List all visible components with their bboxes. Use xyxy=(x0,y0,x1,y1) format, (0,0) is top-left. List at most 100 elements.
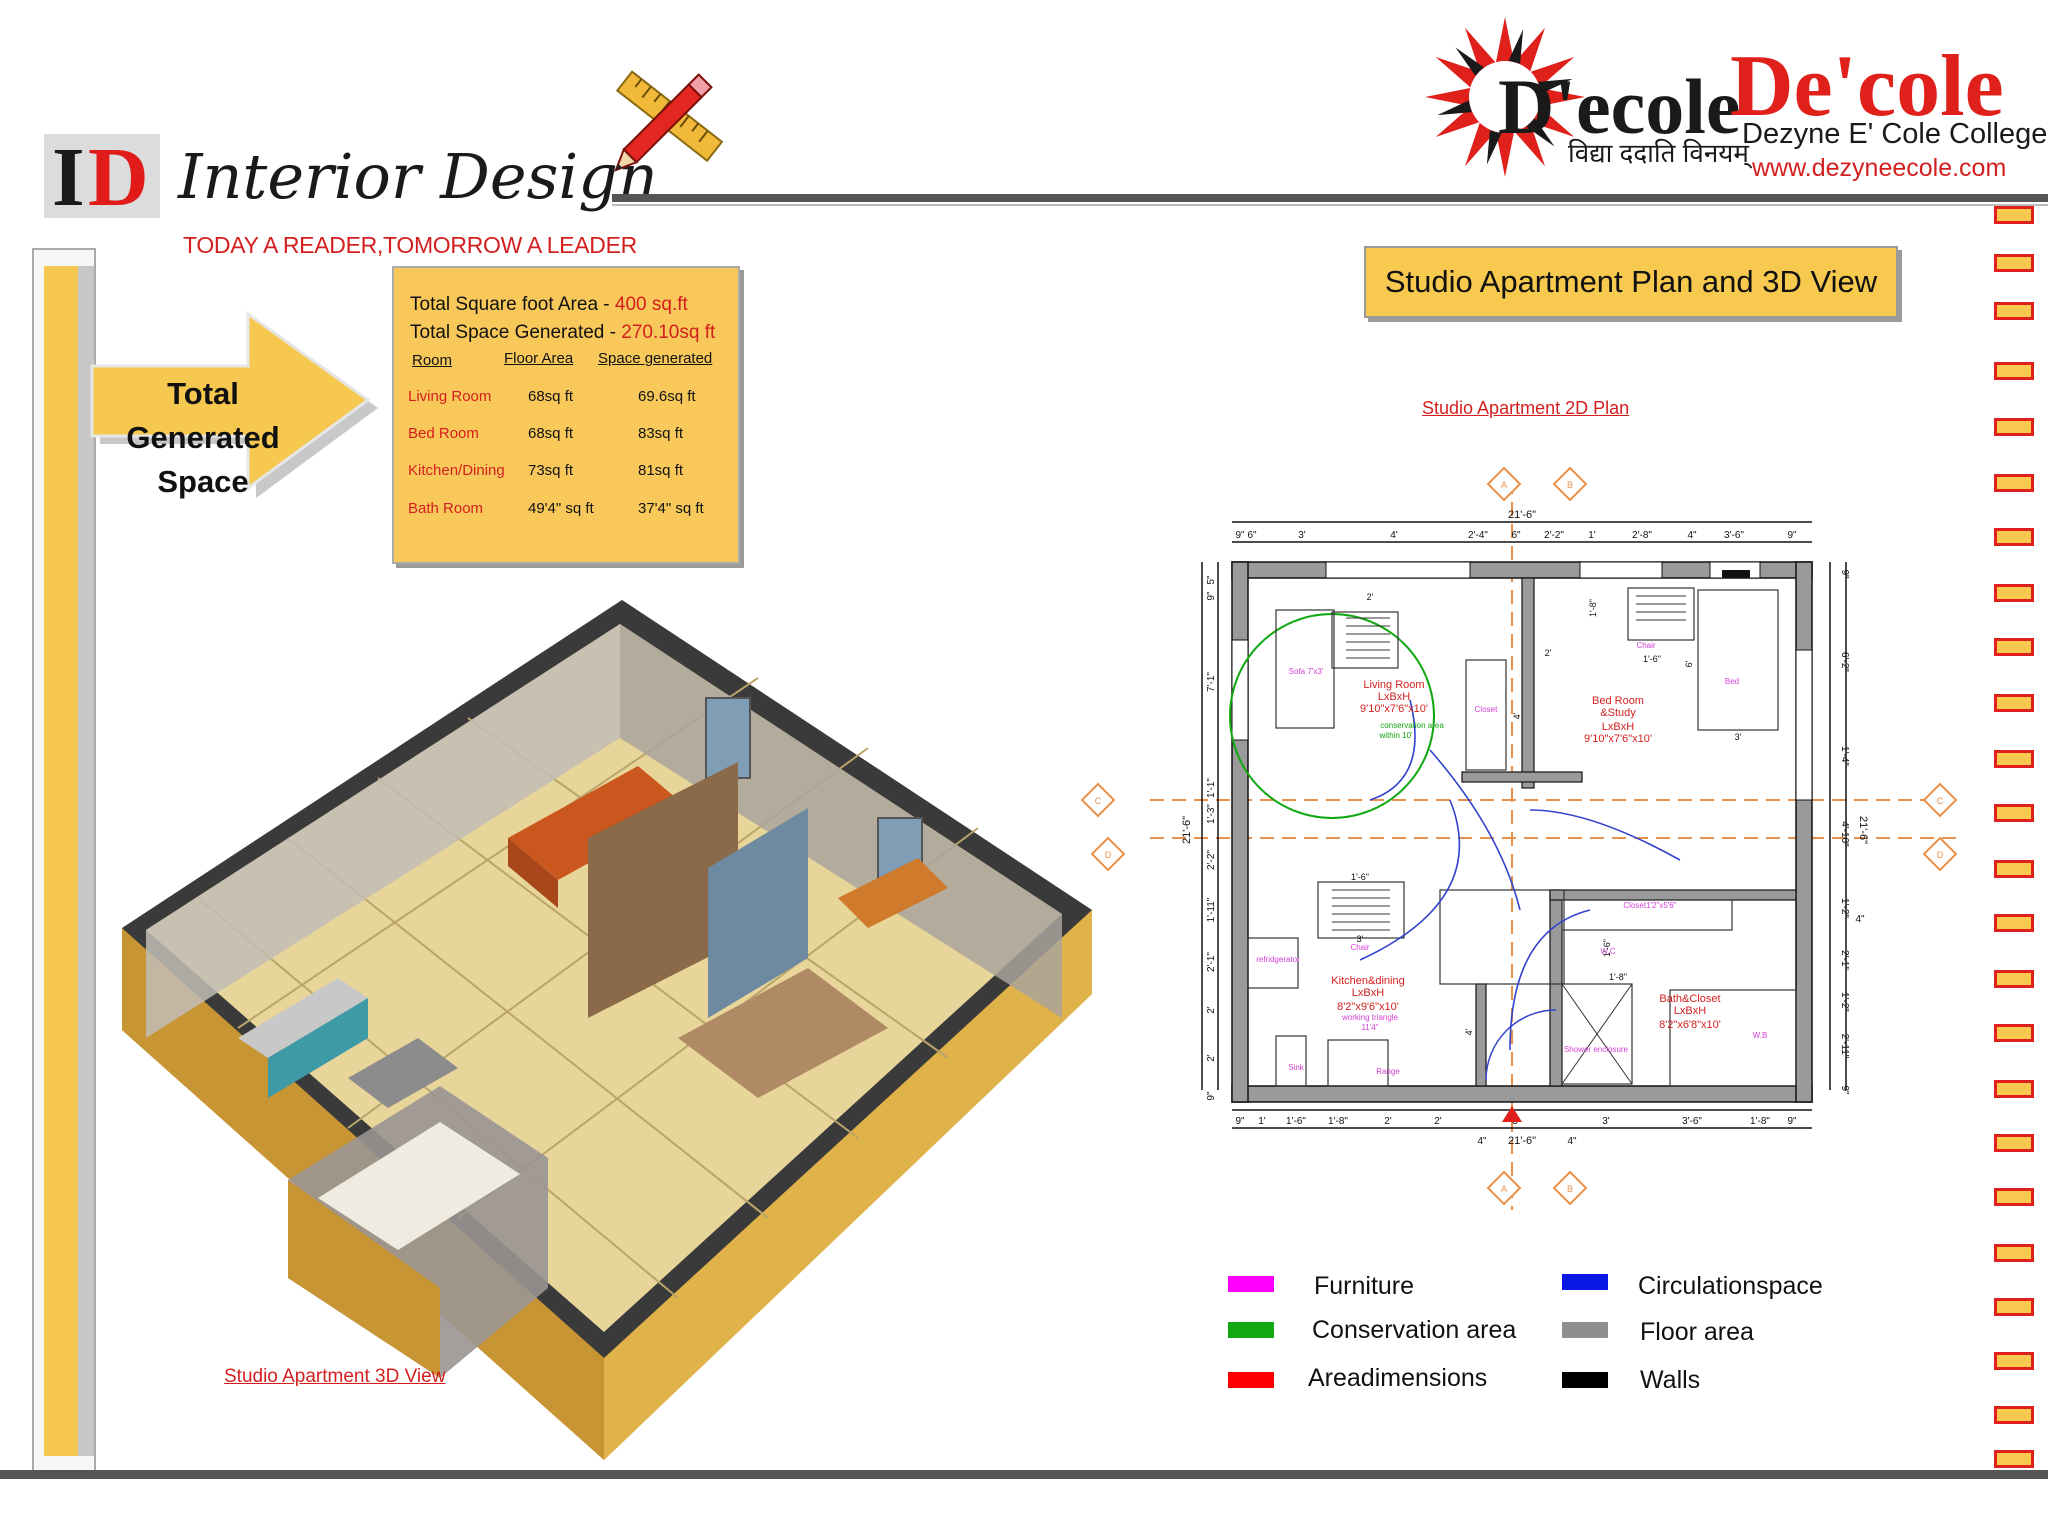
decor-strip xyxy=(1994,1450,2034,1468)
misc-dim: 1'-6" xyxy=(1643,654,1661,664)
decor-strip xyxy=(1994,804,2034,822)
row-room: Kitchen/Dining xyxy=(408,462,505,479)
dim-bottom: 2' xyxy=(1384,1116,1392,1127)
misc-dim: 1'-6" xyxy=(1602,939,1612,957)
misc-dim: 3' xyxy=(1357,934,1364,944)
dim-overall-left: 21'-6" xyxy=(1181,816,1193,844)
decor-strip xyxy=(1994,418,2034,436)
misc-dim: 4' xyxy=(1512,712,1522,719)
college-url[interactable]: www.dezyneecole.com xyxy=(1752,154,2007,182)
dim-bottom: 9" xyxy=(1787,1116,1797,1127)
dim-right: 9" xyxy=(1839,569,1850,579)
legend-dimensions: Areadimensions xyxy=(1308,1364,1488,1392)
id-logo: I D xyxy=(44,131,160,224)
decor-strip xyxy=(1994,1244,2034,1262)
dim-top: 2'-4" xyxy=(1468,530,1488,541)
footer-rule xyxy=(0,1470,2048,1479)
total-area-value: 400 sq.ft xyxy=(614,294,688,315)
dim-overall-top: 21'-6" xyxy=(1508,509,1536,521)
marker-d: D xyxy=(1937,850,1944,860)
dim-right: 1'-2" xyxy=(1839,898,1850,918)
sink-label: Sink xyxy=(1288,1063,1305,1072)
decor-strip xyxy=(1994,970,2034,988)
college-name: De'cole xyxy=(1730,38,2004,135)
dim-bottom: 1'-8" xyxy=(1328,1116,1348,1127)
ruler-pencil-icon xyxy=(614,70,724,172)
decor-strip xyxy=(1994,1080,2034,1098)
wb-label: W.B xyxy=(1753,1031,1768,1040)
misc-dim: 3' xyxy=(1735,732,1742,742)
row-room: Bath Room xyxy=(408,500,484,517)
living-room-name: Living Room xyxy=(1363,679,1424,691)
dim-right: 6'-2" xyxy=(1839,652,1850,672)
kitchen-chair-label: Chair xyxy=(1350,943,1369,952)
misc-dim: 2' xyxy=(1545,648,1552,658)
dim-bottom: 3' xyxy=(1602,1116,1610,1127)
dim-left: 1'-11" xyxy=(1206,897,1217,922)
legend-conservation: Conservation area xyxy=(1312,1316,1517,1344)
legend-swatch-conservation xyxy=(1228,1322,1274,1338)
dim-top: 9" xyxy=(1787,530,1797,541)
dim-right: 2'-1" xyxy=(1839,950,1850,970)
bath-lbh: LxBxH xyxy=(1674,1005,1706,1017)
misc-dim: 4' xyxy=(1464,1028,1474,1035)
total-area-label: Total Square foot Area - xyxy=(410,294,615,315)
decor-strip xyxy=(1994,1188,2034,1206)
legend-circulation: Circulationspace xyxy=(1638,1272,1823,1300)
marker-a: A xyxy=(1501,1184,1507,1194)
legend-swatch-circulation xyxy=(1562,1274,1608,1290)
row-space: 37'4" sq ft xyxy=(638,500,704,517)
misc-dim: 2' xyxy=(1367,592,1374,602)
bath-size: 8'2"x6'8"x10' xyxy=(1659,1019,1721,1031)
misc-dim: 1'-8" xyxy=(1588,599,1598,617)
decor-strip xyxy=(1994,584,2034,602)
arrow-label-line1: Total Generated xyxy=(126,376,280,455)
decor-strip xyxy=(1994,528,2034,546)
decor-strip xyxy=(1994,1134,2034,1152)
dim-overall-bottom: 21'-6" xyxy=(1508,1135,1536,1147)
view-caption: Studio Apartment 3D View xyxy=(224,1366,446,1387)
kitchen-name: Kitchen&dining xyxy=(1331,975,1404,987)
decor-strip xyxy=(1994,362,2034,380)
row-room: Bed Room xyxy=(408,425,479,442)
kitchen-lbh: LxBxH xyxy=(1352,987,1384,999)
dim-right: 9" xyxy=(1839,1085,1850,1095)
floor-plan-2d: A B A B C D C D 21'-6" 21'-6" 21'-6" 21'… xyxy=(1080,466,1960,1210)
marker-c: C xyxy=(1095,796,1102,806)
dim-top: 9" xyxy=(1235,530,1245,541)
tagline: TODAY A READER,TOMORROW A LEADER xyxy=(183,232,637,258)
row-floor: 49'4" sq ft xyxy=(528,500,594,517)
dim-top: 3'-6" xyxy=(1724,530,1744,541)
dim-left: 7'-1" xyxy=(1206,672,1217,692)
row-floor: 68sq ft xyxy=(528,388,574,405)
dim-bottom: 9" xyxy=(1235,1116,1245,1127)
dim-bottom: 1'-8" xyxy=(1750,1116,1770,1127)
shower-label: Shower enclosure xyxy=(1564,1045,1629,1054)
bedroom-closet-label: Closet xyxy=(1475,705,1498,714)
dim-left: 2' xyxy=(1206,1006,1217,1014)
dim-top: 4" xyxy=(1687,530,1697,541)
college-motto: विद्या ददाति विनयम् xyxy=(1568,138,1749,168)
dim-left: 1'-3" xyxy=(1206,804,1217,824)
stats-card: Total Square foot Area - 400 sq.ft Total… xyxy=(392,266,740,564)
dim-bottom: 1' xyxy=(1258,1116,1266,1127)
col-header-room: Room xyxy=(412,352,453,369)
decor-strip xyxy=(1994,694,2034,712)
decor-strip xyxy=(1994,1024,2034,1042)
legend-walls: Walls xyxy=(1640,1366,1701,1394)
college-logo-text: D'ecole xyxy=(1498,63,1741,150)
arrow-shape xyxy=(90,311,378,498)
wc-label: W.C xyxy=(1600,947,1615,956)
arrow-label-line2: Space xyxy=(157,464,249,499)
id-logo-d: D xyxy=(88,131,149,224)
dim-top: 6" xyxy=(1511,530,1521,541)
decor-strip xyxy=(1994,1298,2034,1316)
bath-closet-label: Closet1'2"x5'6" xyxy=(1623,901,1676,910)
generated-line: Total Space Generated - 270.10sq ft xyxy=(410,322,715,344)
row-floor: 68sq ft xyxy=(528,425,574,442)
left-accent-shadow xyxy=(78,266,94,1456)
legend-swatch-dimensions xyxy=(1228,1372,1274,1388)
dim-bottom: 2' xyxy=(1434,1116,1442,1127)
decor-strip xyxy=(1994,474,2034,492)
living-room-size: 9'10"x7'6"x10' xyxy=(1360,703,1428,715)
